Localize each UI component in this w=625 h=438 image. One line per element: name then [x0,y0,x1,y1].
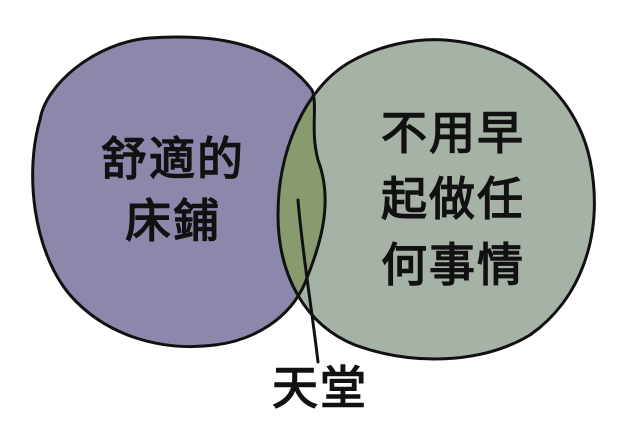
intersection-label: 天堂 [272,361,368,415]
left-circle [32,36,326,347]
left-circle-outline [31,35,327,349]
left-set-label: 舒適的 床鋪 [101,132,245,248]
right-circle [278,39,595,359]
intersection-pointer-line [296,198,320,364]
right-set-label: 不用早 起做任 何事情 [381,106,525,292]
right-circle-outline [276,38,596,361]
